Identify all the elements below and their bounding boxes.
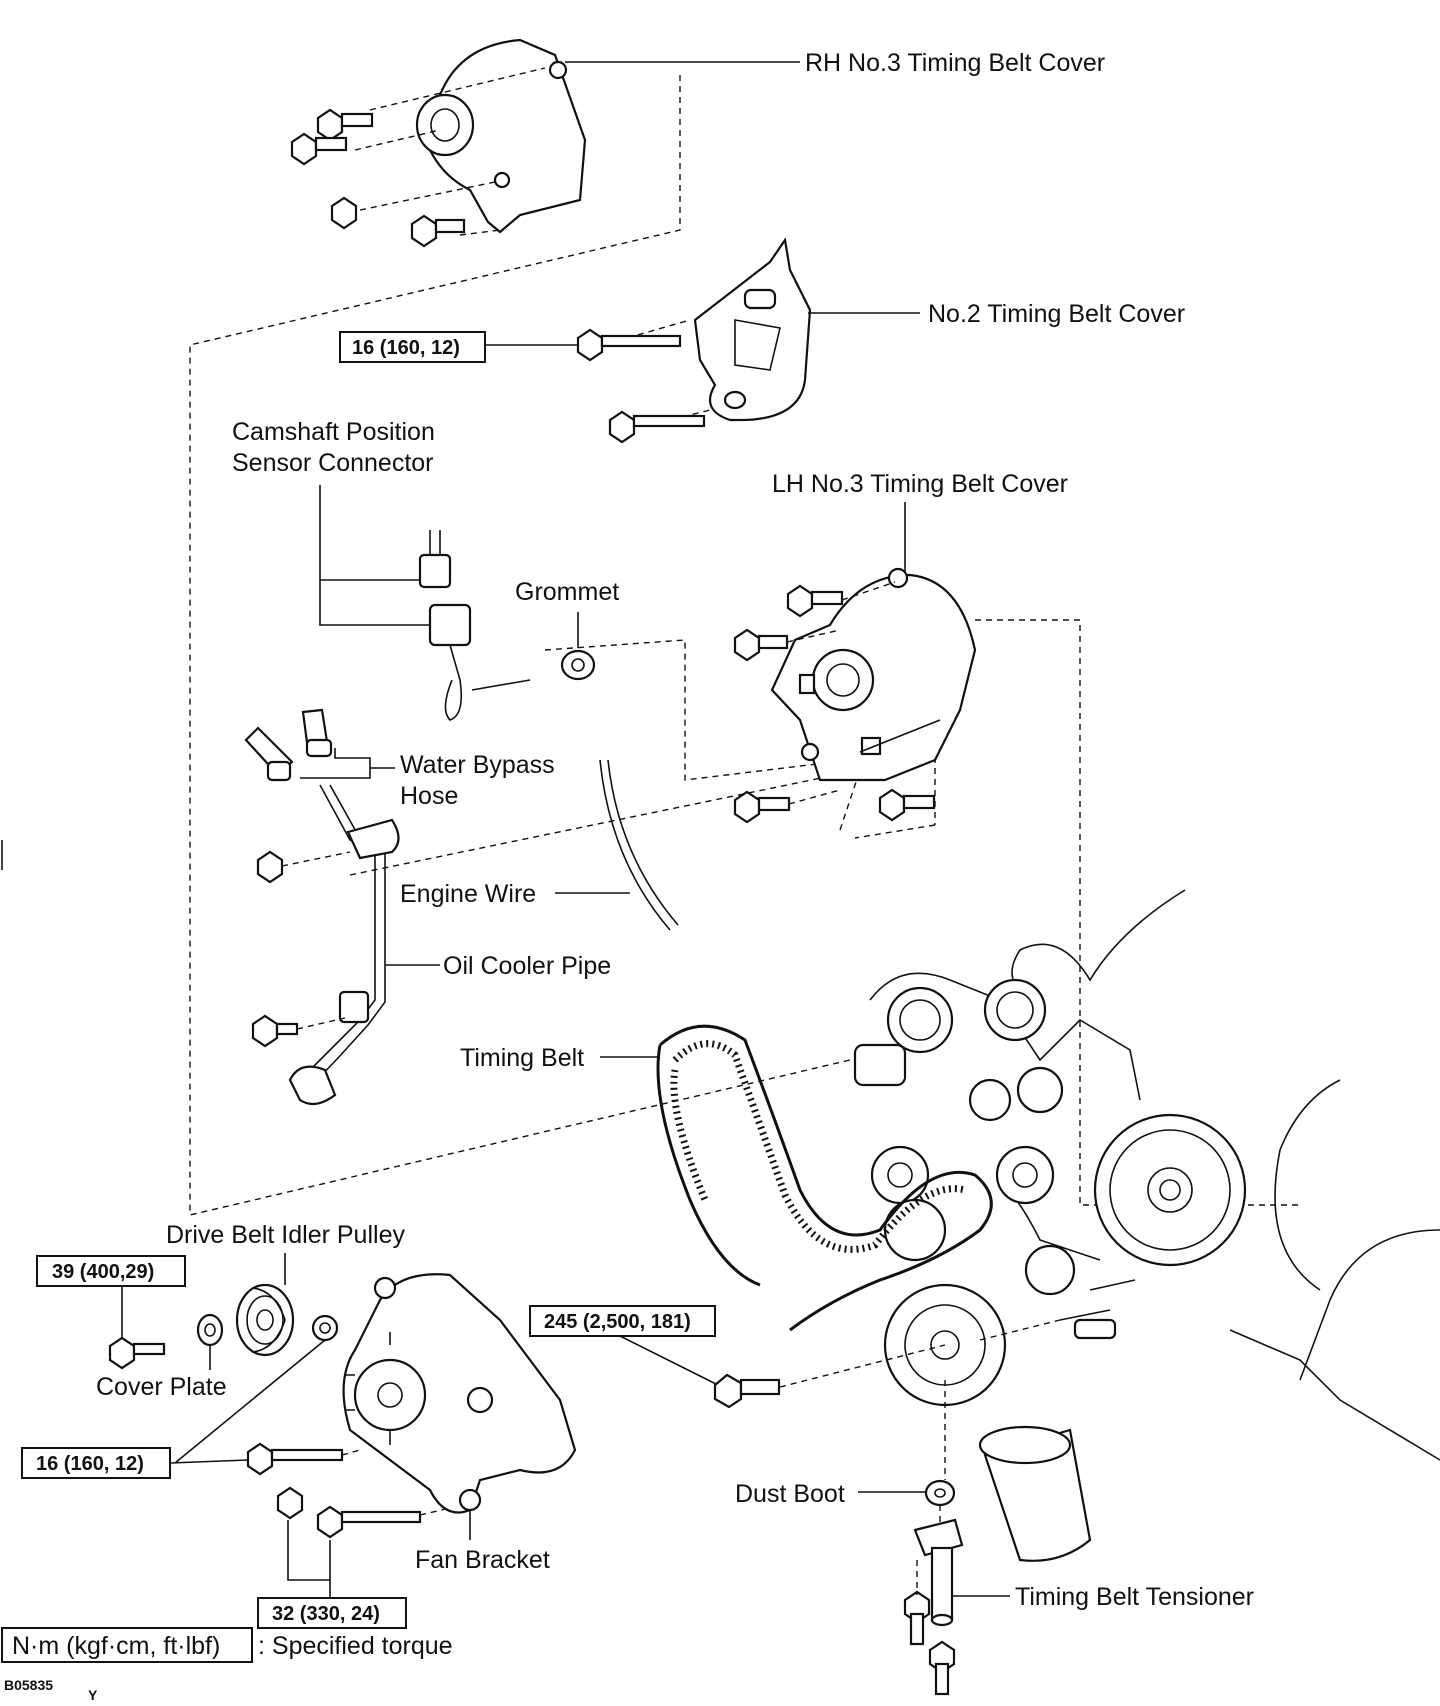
lh-no3-cover-part — [733, 567, 977, 824]
water-bypass-label-1: Water Bypass — [400, 751, 555, 779]
engine-wire-part — [599, 759, 679, 931]
legend-unit-box — [1, 1627, 253, 1663]
rh-no3-cover-part — [290, 38, 587, 248]
torque-box-crank — [529, 1305, 716, 1337]
no2-cover-part — [576, 237, 812, 444]
timing-belt-tensioner-part — [903, 1518, 964, 1696]
torque-box-fan-bracket — [21, 1447, 171, 1479]
oil-cooler-pipe-part — [251, 784, 400, 1106]
torque-crank: 245 (2,500, 181) — [544, 1311, 691, 1333]
torque-fan-bracket: 16 (160, 12) — [36, 1453, 144, 1475]
torque-idler: 39 (400,29) — [52, 1261, 154, 1283]
grommet-label: Grommet — [515, 578, 619, 606]
lh-no3-cover-label: LH No.3 Timing Belt Cover — [772, 470, 1068, 498]
oil-cooler-pipe-label: Oil Cooler Pipe — [443, 952, 611, 980]
cover-plate-label: Cover Plate — [96, 1373, 227, 1401]
no2-cover-label: No.2 Timing Belt Cover — [928, 300, 1185, 328]
torque-fan-bracket-nut: 32 (330, 24) — [272, 1603, 380, 1625]
grommet-part — [560, 649, 596, 681]
timing-belt-part — [656, 1024, 993, 1332]
engine-wire-label: Engine Wire — [400, 880, 536, 908]
figure-suffix: Y — [88, 1687, 98, 1703]
fan-bracket-label: Fan Bracket — [415, 1546, 550, 1574]
torque-box-idler — [36, 1255, 186, 1287]
dust-boot-part — [924, 1479, 956, 1507]
water-bypass-label-2: Hose — [400, 782, 458, 810]
timing-belt-label: Timing Belt — [460, 1044, 584, 1072]
torque-box-no2-cover — [339, 331, 486, 363]
legend-unit-text: N·m (kgf·cm, ft·lbf) — [12, 1632, 220, 1660]
idler-pulley-part — [108, 1283, 295, 1370]
dust-boot-label: Dust Boot — [735, 1480, 845, 1508]
tensioner-label: Timing Belt Tensioner — [1015, 1583, 1254, 1611]
fan-bracket-part — [246, 1273, 577, 1539]
cam-sensor-label-1: Camshaft Position — [232, 418, 435, 446]
engine-block-part — [853, 889, 1440, 1562]
legend-description: : Specified torque — [258, 1632, 453, 1660]
cam-sensor-connector-part — [418, 530, 531, 721]
drive-belt-idler-label: Drive Belt Idler Pulley — [166, 1221, 405, 1249]
rh-no3-cover-label: RH No.3 Timing Belt Cover — [805, 49, 1105, 77]
crank-bolt-part — [713, 1373, 781, 1409]
figure-code: B05835 — [4, 1677, 53, 1693]
torque-no2-cover: 16 (160, 12) — [352, 337, 460, 359]
cam-sensor-label-2: Sensor Connector — [232, 449, 434, 477]
torque-box-fan-bracket-nut — [257, 1597, 407, 1629]
water-bypass-hose-part — [244, 708, 333, 782]
